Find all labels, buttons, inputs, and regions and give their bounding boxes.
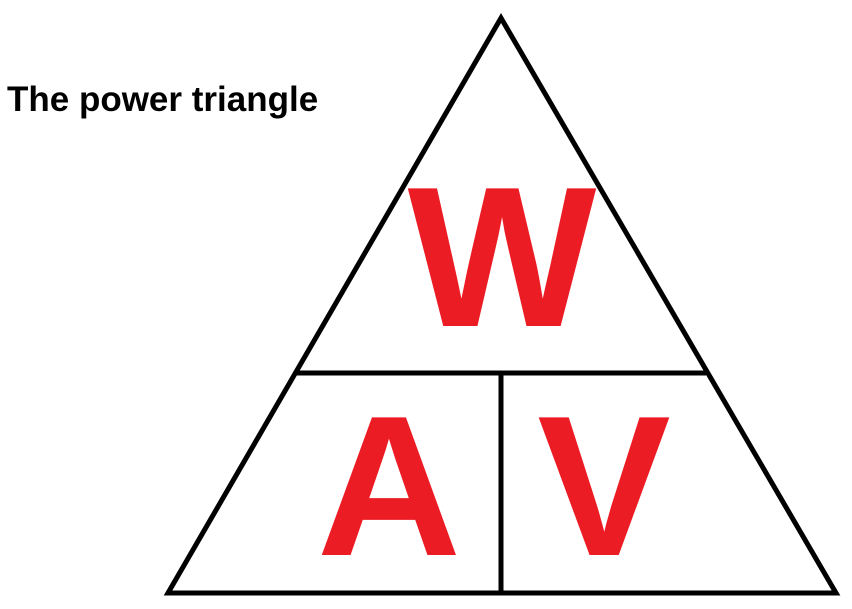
page-title: The power triangle bbox=[7, 80, 319, 119]
top-label-w: W bbox=[408, 146, 597, 369]
bottom-left-label-a: A bbox=[317, 375, 461, 598]
bottom-right-label-v: V bbox=[537, 375, 670, 598]
